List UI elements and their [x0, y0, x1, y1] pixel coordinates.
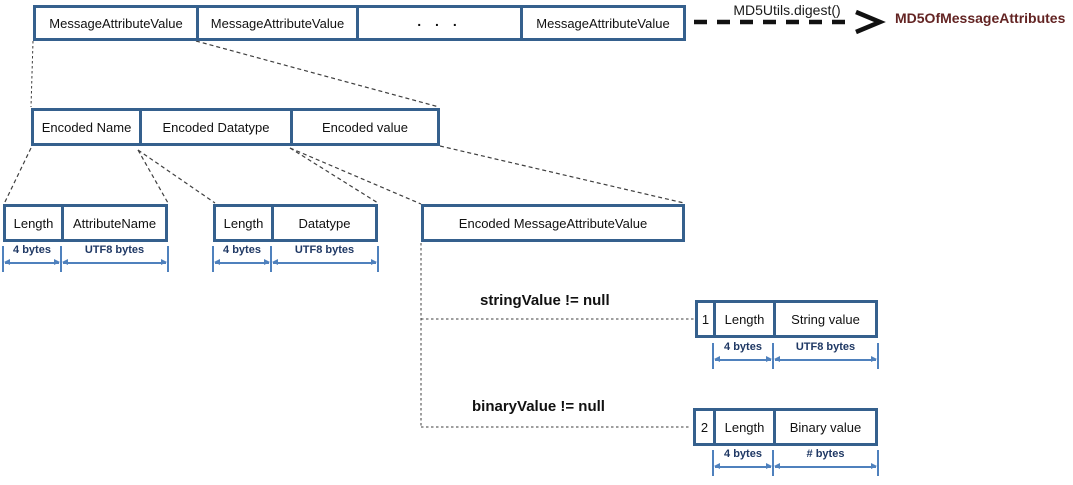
byte-size-label: 4 bytes — [13, 244, 51, 256]
byte-extent-arrow — [214, 259, 270, 265]
connector-line — [3, 147, 32, 205]
connector-line — [137, 149, 169, 204]
name-length-group: Length AttributeName — [3, 204, 168, 242]
string-utf8-bytes-span: UTF8 bytes — [772, 341, 879, 369]
type-code-cell: 2 — [700, 419, 709, 435]
byte-extent-arrow — [62, 259, 167, 265]
string-length-bytes-span: 4 bytes — [712, 341, 774, 369]
byte-extent-arrow — [272, 259, 377, 265]
message-attribute-value-box: MessageAttributeValue — [196, 8, 356, 38]
message-attribute-value-box: MessageAttributeValue — [49, 15, 183, 31]
binary-bytes-span: # bytes — [772, 448, 879, 476]
md5-result-label: MD5OfMessageAttributes — [895, 10, 1066, 26]
encoded-value-box: Encoded value — [290, 111, 437, 143]
byte-tick — [877, 343, 879, 369]
connector-line — [289, 147, 379, 204]
encoded-name-box: Encoded Name — [41, 119, 132, 135]
datatype-utf8-bytes-span: UTF8 bytes — [270, 244, 379, 272]
datatype-length-bytes-span: 4 bytes — [212, 244, 272, 272]
length-cell: Length — [713, 411, 773, 443]
byte-tick — [212, 246, 214, 272]
byte-size-label: 4 bytes — [724, 341, 762, 353]
byte-tick — [772, 450, 774, 476]
attribute-name-cell: AttributeName — [61, 207, 165, 239]
type-code-cell: 1 — [701, 311, 710, 327]
datatype-length-group: Length Datatype — [213, 204, 378, 242]
encoded-parts-row: Encoded Name Encoded Datatype Encoded va… — [31, 108, 440, 146]
byte-size-label: UTF8 bytes — [795, 341, 856, 353]
binary-length-bytes-span: 4 bytes — [712, 448, 774, 476]
ellipsis-box: . . . — [356, 8, 520, 38]
byte-tick — [877, 450, 879, 476]
byte-size-label: 4 bytes — [724, 448, 762, 460]
byte-tick — [270, 246, 272, 272]
byte-size-label: 4 bytes — [223, 244, 261, 256]
string-value-cell: String value — [773, 303, 875, 335]
length-cell: Length — [713, 303, 773, 335]
byte-tick — [772, 343, 774, 369]
byte-extent-arrow — [774, 463, 877, 469]
connector-line — [30, 40, 34, 108]
name-length-bytes-span: 4 bytes — [2, 244, 62, 272]
byte-tick — [712, 343, 714, 369]
byte-size-label: UTF8 bytes — [84, 244, 145, 256]
connector-line — [195, 40, 440, 108]
datatype-cell: Datatype — [271, 207, 375, 239]
message-attribute-row: MessageAttributeValue MessageAttributeVa… — [33, 5, 686, 41]
binary-value-cell: Binary value — [773, 411, 875, 443]
byte-size-label: # bytes — [806, 448, 845, 460]
byte-tick — [167, 246, 169, 272]
connector-line — [439, 145, 685, 204]
byte-size-label: UTF8 bytes — [294, 244, 355, 256]
encoded-datatype-box: Encoded Datatype — [139, 111, 290, 143]
encoded-mav-box: Encoded MessageAttributeValue — [421, 204, 685, 242]
name-utf8-bytes-span: UTF8 bytes — [60, 244, 169, 272]
byte-tick — [60, 246, 62, 272]
byte-extent-arrow — [714, 463, 772, 469]
binary-value-group: 2 Length Binary value — [693, 408, 878, 446]
byte-tick — [2, 246, 4, 272]
string-value-group: 1 Length String value — [695, 300, 878, 338]
message-attribute-value-box: MessageAttributeValue — [520, 8, 683, 38]
length-cell: Length — [13, 215, 54, 231]
length-cell: Length — [223, 215, 264, 231]
byte-extent-arrow — [774, 356, 877, 362]
connector-line — [137, 149, 216, 204]
byte-tick — [712, 450, 714, 476]
byte-extent-arrow — [714, 356, 772, 362]
connector-line — [289, 147, 422, 205]
binary-condition-label: binaryValue != null — [472, 398, 605, 415]
string-condition-label: stringValue != null — [480, 292, 610, 309]
encoded-mav-label: Encoded MessageAttributeValue — [458, 215, 648, 231]
md5-digest-function-label: MD5Utils.digest() — [733, 2, 841, 18]
byte-tick — [377, 246, 379, 272]
byte-extent-arrow — [4, 259, 60, 265]
